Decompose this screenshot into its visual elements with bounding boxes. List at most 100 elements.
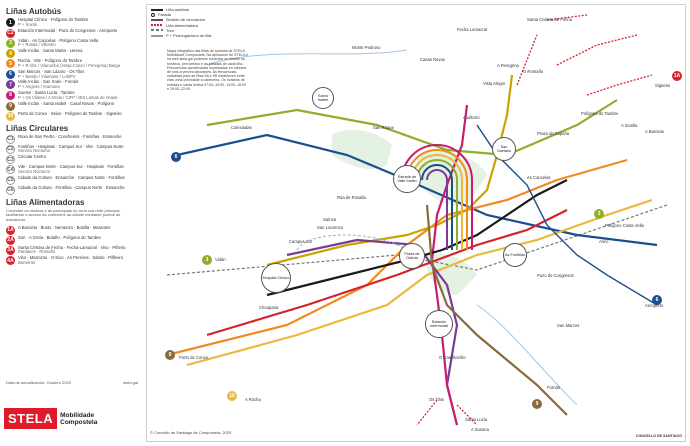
line-badge-6b[interactable]: 6 — [652, 295, 662, 305]
route-line-1[interactable] — [266, 179, 568, 297]
route-line-10[interactable] — [186, 198, 653, 367]
feeder-line-sub: Pardaces · Romaño — [18, 249, 56, 255]
place-label: Santa Cristina de Fecha — [527, 17, 572, 22]
map-legend: Liña autobús Parada Sentido de circulaci… — [151, 7, 211, 38]
bus-line-name: Sueste · Santa Lucía · Tambre — [18, 89, 75, 95]
circular-line-label: Vite · Campus Norte · Campus Sur · Hospi… — [18, 164, 124, 175]
line-badge-1a[interactable]: 1A — [672, 71, 682, 81]
concello-logo: CONCELLO DE SANTIAGO — [635, 434, 682, 438]
circular-line-name: Circular Centro — [18, 154, 47, 160]
bus-line-sub: P + Rosas / Viliestro — [18, 42, 56, 48]
line-badge-3b[interactable]: 3 — [594, 209, 604, 219]
update-date: Data de actualización: Outubro 2020 — [6, 380, 71, 385]
route-line-c2[interactable] — [206, 209, 568, 337]
place-label: Chouparia — [259, 305, 279, 310]
bus-line-name: Hospital Clínico · Polígono do Tambre — [18, 17, 89, 22]
website-link[interactable]: stela.gal — [123, 380, 138, 385]
bus-line-name: Rocha · Vite · Polígono do Tambre — [18, 58, 83, 64]
circular-loop[interactable] — [421, 164, 453, 250]
logo-mark: STELA — [4, 408, 58, 429]
hub-hospital-clinico[interactable]: Hospital Clínico — [261, 263, 291, 293]
circular-loop[interactable] — [426, 169, 448, 250]
circular-line-badge: C2 — [6, 144, 15, 154]
circular-line-label: Circular Centro — [18, 154, 47, 160]
line-badge-6[interactable]: 6 — [171, 152, 181, 162]
transit-map[interactable]: Liña autobús Parada Sentido de circulaci… — [146, 4, 686, 442]
hub-as-fontinas[interactable]: As Fontiñas — [503, 243, 527, 267]
hub-santo-isabel[interactable]: Santo Isabel — [312, 87, 334, 109]
circular-loop[interactable] — [401, 144, 473, 250]
circular-line-label: Cidade da Cultura · Fontiñas · Campus No… — [18, 185, 125, 191]
bus-line-sub: P + Bando / Vilamaior / LABPV — [18, 73, 76, 79]
park-area — [332, 129, 392, 170]
route-line-3[interactable] — [206, 99, 618, 157]
circular-line-badge: C6 — [6, 185, 15, 195]
place-label: Praza de España — [537, 131, 570, 136]
bus-line-name: Valle Inclán · Santa Marta · Lerexa — [18, 48, 83, 54]
bus-line-sub: P + Os Vilares / A Grela / CIFP / IES La… — [18, 94, 118, 100]
line-badge-10[interactable]: 10 — [227, 391, 237, 401]
bus-line-sub: P + Angrois / Aramuna — [18, 84, 60, 90]
hub-valle-inclan[interactable]: Estrada de Valle Inclán — [393, 165, 421, 193]
bus-line-badge: 6 — [6, 69, 15, 79]
line-badge-9[interactable]: 9 — [165, 350, 175, 360]
bus-line-badge: 7 — [6, 80, 15, 90]
bus-line-name: Vidán · As Cancelas · Polígono Costa Vel… — [18, 37, 99, 43]
place-label: A Sionlla — [621, 123, 638, 128]
place-label: Colexiadas — [231, 125, 252, 130]
hub-san-caetano[interactable]: San Caetano — [492, 137, 516, 161]
hub-praza-galicia[interactable]: Praza de Galicia — [399, 243, 425, 269]
line-badge-3[interactable]: 3 — [202, 255, 212, 265]
feeder-lines-note: Conectan os núcleos e as parroquias do r… — [6, 207, 121, 222]
place-label: San Roque — [373, 125, 394, 130]
bus-line-name: Valle Inclán · San Xoán · Fornás — [18, 79, 79, 85]
feeder-line[interactable] — [416, 399, 478, 426]
legend-item: Sentido de circulación — [151, 17, 211, 22]
bus-line-badge: C2 — [6, 28, 15, 38]
bus-line-name: Estación Intermodal · Pazo do Congresos … — [18, 27, 118, 33]
circular-line-badge: C5 — [6, 175, 15, 185]
place-label: Santa Lucía — [465, 417, 488, 422]
place-label: San Marcos — [557, 323, 580, 328]
feeder-line[interactable] — [516, 14, 653, 96]
legend-item: Liña autobús — [151, 7, 211, 12]
route-line-9[interactable] — [425, 204, 568, 416]
line-badge-9b[interactable]: 9 — [532, 399, 542, 409]
circular-line-label: Fontiñas · Hospitais · Campus Sur · Vite… — [18, 144, 124, 155]
place-label: Campus Sur — [289, 239, 313, 244]
place-label: Os Tilos — [429, 397, 445, 402]
route-line-5[interactable] — [166, 158, 628, 357]
map-info-text: Mapa infográfico das liñas de autobús de… — [167, 49, 249, 91]
place-label: Saínza — [323, 217, 337, 222]
hub-estacion-intermodal[interactable]: Estación Intermodal — [425, 310, 453, 338]
place-label: A Susana — [471, 427, 489, 432]
feeder-line-label: Santa Cristina de Fecha · Fecha-Lamacral… — [18, 245, 125, 256]
place-label: A Barciela — [645, 129, 664, 134]
place-label: Vidán — [215, 257, 226, 262]
bus-line-badge: 4 — [6, 49, 15, 59]
